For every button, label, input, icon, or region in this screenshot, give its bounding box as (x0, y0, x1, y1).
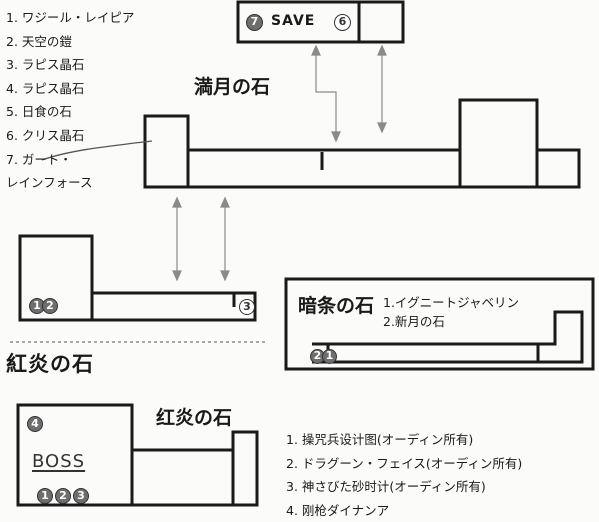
arrow-head (221, 271, 229, 280)
arrow-head (378, 123, 386, 132)
red-stone-list: 1. 操咒兵设计图(オーディン所有) 2. ドラグーン・フェイス(オーディン所有… (286, 428, 522, 522)
dark-marker: 1 (322, 349, 337, 364)
arrow-head (221, 198, 229, 207)
dark-stone-list: 1.イグニートジャベリン 2.新月の石 (383, 293, 519, 331)
list-item: 1. ワジール・レイピア (6, 6, 134, 30)
arrow-head (332, 132, 340, 141)
full-moon-title: 満月の石 (194, 72, 270, 99)
full-moon-corridor (145, 100, 579, 187)
list-item: 2.新月の石 (383, 312, 519, 331)
arrow-head (173, 198, 181, 207)
red-stone-title: 红炎の石 (156, 403, 232, 430)
arrow-save-to-gate (316, 50, 336, 135)
list-item: 1. 操咒兵设计图(オーディン所有) (286, 428, 522, 452)
dark-stone-title: 暗条の石 (298, 291, 374, 318)
red-marker: 2 (55, 488, 71, 504)
arrow-head (173, 271, 181, 280)
save-label: SAVE (271, 13, 315, 29)
save-marker-right: 6 (334, 14, 351, 31)
red-marker: 3 (73, 488, 89, 504)
list-item: 3. 神さびた砂时计(オーディン所有) (286, 475, 522, 499)
list-item: 2. ドラグーン・フェイス(オーディン所有) (286, 452, 522, 476)
save-marker-left: 7 (246, 14, 263, 31)
list-item: 4. ラピス晶石 (6, 77, 134, 101)
boss-label: BOSS (32, 451, 85, 472)
arrow-head (378, 46, 386, 55)
list-item: 3. ラピス晶石 (6, 53, 134, 77)
red-stone-heading: 紅炎の石 (6, 348, 94, 378)
list-item: 6. クリス晶石 (6, 124, 134, 148)
list-item: 5. 日食の石 (6, 100, 134, 124)
list-item: 1.イグニートジャベリン (383, 293, 519, 312)
red-marker: 1 (37, 488, 53, 504)
red-top-marker: 4 (27, 416, 43, 432)
list-item: 7. ガート・ (6, 148, 134, 172)
start-marker-right: 3 (239, 299, 255, 315)
list-item: 2. 天空の鎧 (6, 30, 134, 54)
start-marker: 2 (42, 298, 58, 314)
list-item: 4. 刚枪ダイナンア (286, 499, 522, 522)
arrow-head (312, 46, 320, 55)
top-item-list: 1. ワジール・レイピア 2. 天空の鎧 3. ラピス晶石 4. ラピス晶石 5… (6, 6, 134, 195)
list-item: レインフォース (6, 171, 134, 195)
